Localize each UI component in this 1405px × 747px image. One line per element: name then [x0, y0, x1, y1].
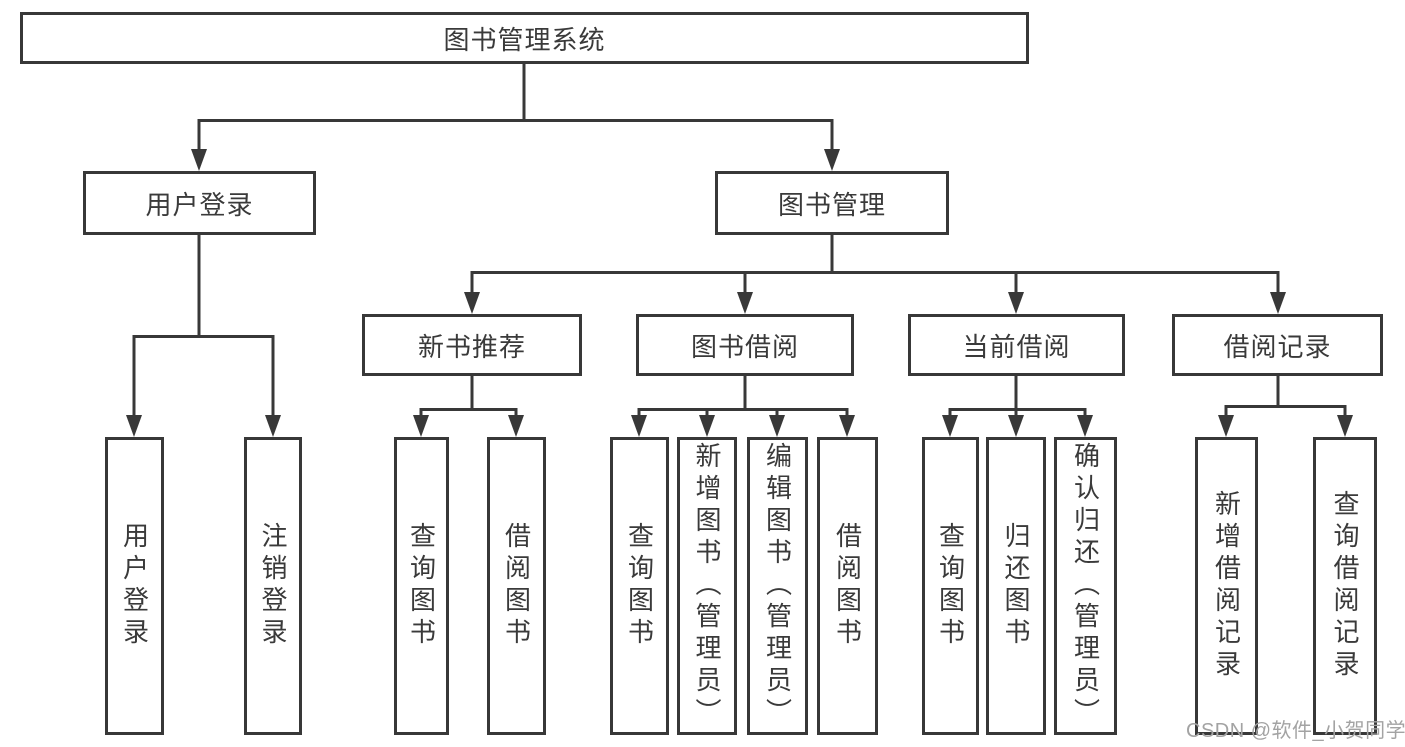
- connector-root-to-level2: [191, 64, 840, 171]
- node-label: 当前借阅: [962, 331, 1071, 362]
- node-query-books-current: 查询图书: [922, 437, 979, 735]
- node-query-books-recommend: 查询图书: [394, 437, 449, 735]
- connector-user-login-to-leaves: [126, 235, 281, 437]
- node-label: 图书借阅: [690, 331, 799, 362]
- node-label: 借阅记录: [1223, 331, 1332, 362]
- node-add-books-admin: 新增图书（管理员）: [677, 437, 737, 735]
- node-confirm-return-admin: 确认归还（管理员）: [1054, 437, 1117, 735]
- node-borrowing-records: 借阅记录: [1172, 314, 1383, 376]
- node-label: 借阅图书: [832, 522, 863, 650]
- connector-current-borrowing-to-leaves: [942, 376, 1093, 437]
- node-book-borrowing: 图书借阅: [636, 314, 854, 376]
- node-label: 用户登录: [145, 189, 254, 220]
- node-logout-leaf: 注销登录: [244, 437, 302, 735]
- node-label: 借阅图书: [501, 522, 532, 650]
- node-label: 查询图书: [935, 522, 966, 650]
- node-borrow-books-recommend: 借阅图书: [487, 437, 546, 735]
- connector-borrowing-records-to-leaves: [1218, 376, 1353, 437]
- node-label: 新增借阅记录: [1211, 490, 1242, 682]
- node-label: 图书管理: [777, 189, 886, 220]
- node-label: 归还图书: [1001, 522, 1031, 650]
- node-edit-books-admin: 编辑图书（管理员）: [747, 437, 808, 735]
- node-label: 新增图书（管理员）: [692, 442, 722, 730]
- node-label: 查询图书: [406, 522, 437, 650]
- node-current-borrowing: 当前借阅: [908, 314, 1125, 376]
- node-label: 注销登录: [258, 522, 288, 650]
- node-return-books: 归还图书: [986, 437, 1046, 735]
- node-label: 查询借阅记录: [1330, 490, 1360, 682]
- node-add-borrow-record: 新增借阅记录: [1195, 437, 1258, 735]
- node-new-book-recommend: 新书推荐: [362, 314, 582, 376]
- node-query-books-borrowing: 查询图书: [610, 437, 669, 735]
- node-query-borrow-record: 查询借阅记录: [1313, 437, 1377, 735]
- watermark: CSDN @软件_小贺同学: [1186, 720, 1405, 742]
- node-label: 确认归还（管理员）: [1070, 442, 1101, 730]
- connector-new-book-recommend-to-leaves: [413, 376, 524, 437]
- node-label: 新书推荐: [417, 331, 526, 362]
- node-user-login-leaf: 用户登录: [105, 437, 164, 735]
- node-book-management: 图书管理: [715, 171, 949, 235]
- node-label: 用户登录: [119, 522, 150, 650]
- node-label: 编辑图书（管理员）: [762, 442, 793, 730]
- node-label: 图书管理系统: [443, 24, 606, 55]
- node-user-login: 用户登录: [83, 171, 316, 235]
- connector-book-borrowing-to-leaves: [631, 376, 855, 437]
- connector-book-management-to-level3: [464, 235, 1286, 314]
- node-borrow-books-borrowing: 借阅图书: [817, 437, 878, 735]
- node-label: 查询图书: [624, 522, 655, 650]
- node-library-management-system: 图书管理系统: [20, 12, 1029, 64]
